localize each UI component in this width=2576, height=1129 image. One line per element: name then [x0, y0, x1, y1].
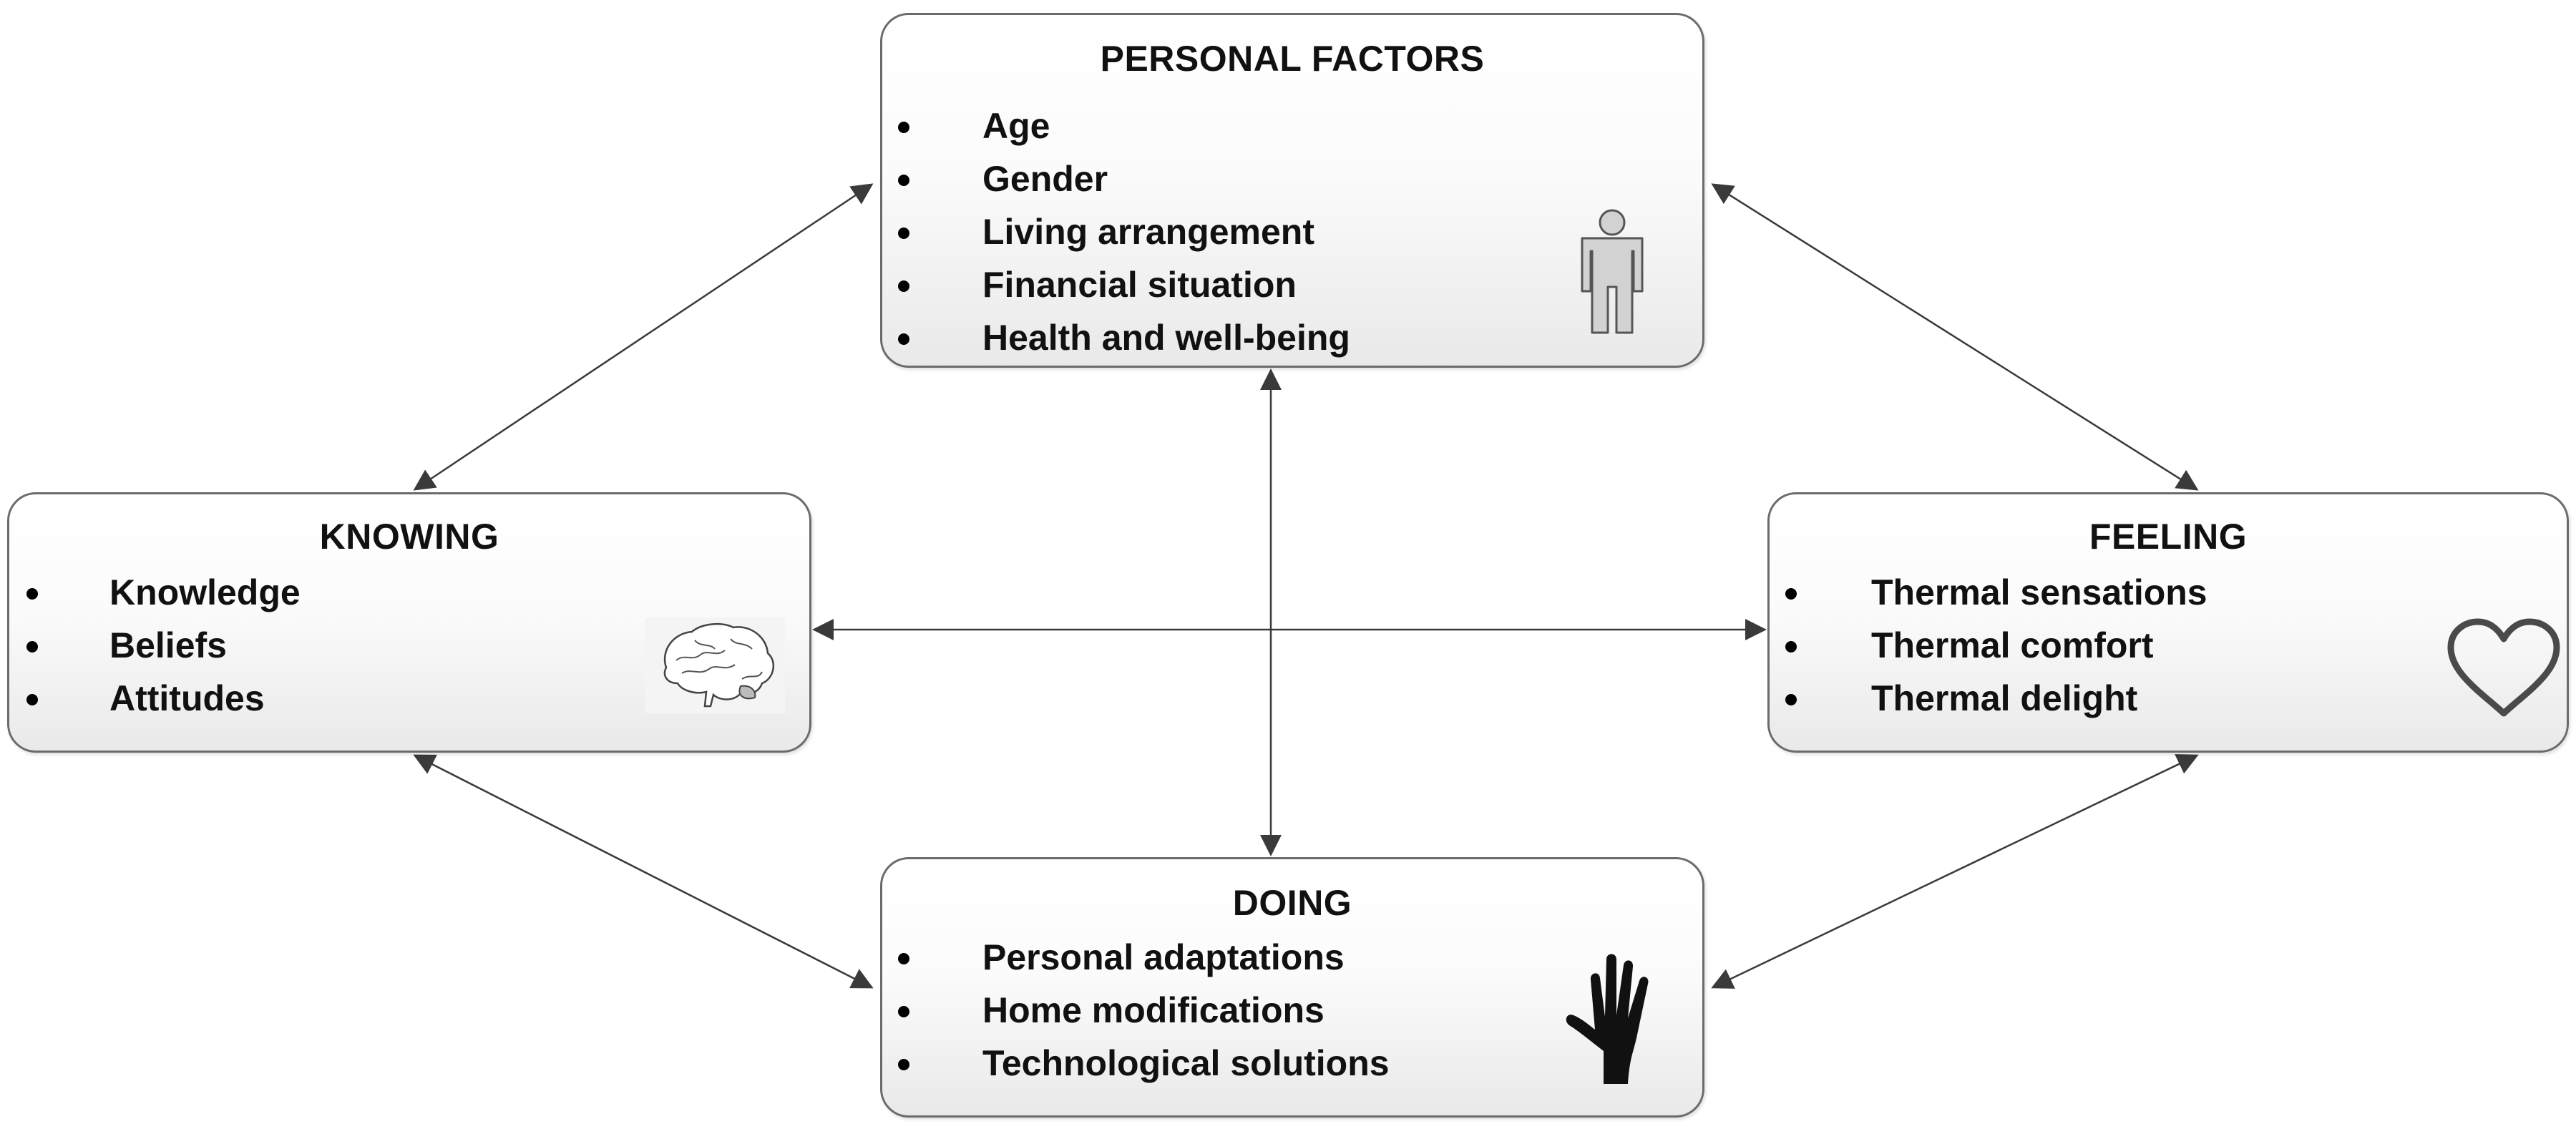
hand-icon	[1566, 954, 1649, 1084]
bullet	[1785, 694, 1797, 705]
bullet	[26, 641, 38, 653]
person-icon	[1581, 209, 1644, 334]
feeling-box: FEELING Thermal sensations Thermal comfo…	[1767, 492, 2569, 753]
arrow-feeling-doing	[1711, 754, 2199, 989]
bullet	[26, 588, 38, 600]
bullet	[898, 953, 909, 964]
bullet	[898, 122, 909, 133]
feeling-title: FEELING	[2089, 517, 2248, 557]
personal-factors-box: PERSONAL FACTORS Age Gender Living arran…	[880, 13, 1704, 368]
doing-box: DOING Personal adaptations Home modifica…	[880, 857, 1704, 1118]
bullet	[898, 228, 909, 239]
bullet	[898, 1006, 909, 1017]
personal-factors-title: PERSONAL FACTORS	[1100, 39, 1485, 79]
bullet	[898, 175, 909, 186]
bullet	[26, 694, 38, 705]
arrow-personal-knowing	[413, 183, 874, 491]
arrow-personal-feeling	[1711, 183, 2199, 491]
knowing-title: KNOWING	[319, 517, 499, 557]
bullet	[1785, 588, 1797, 600]
brain-icon	[645, 617, 785, 713]
arrow-knowing-doing	[413, 754, 874, 989]
bullet	[898, 333, 909, 345]
bullet	[898, 1059, 909, 1070]
bullet	[1785, 641, 1797, 653]
heart-icon	[2447, 618, 2560, 717]
doing-title: DOING	[1232, 883, 1352, 923]
knowing-box: KNOWING Knowledge Beliefs Attitudes	[7, 492, 811, 753]
bullet	[898, 280, 909, 292]
